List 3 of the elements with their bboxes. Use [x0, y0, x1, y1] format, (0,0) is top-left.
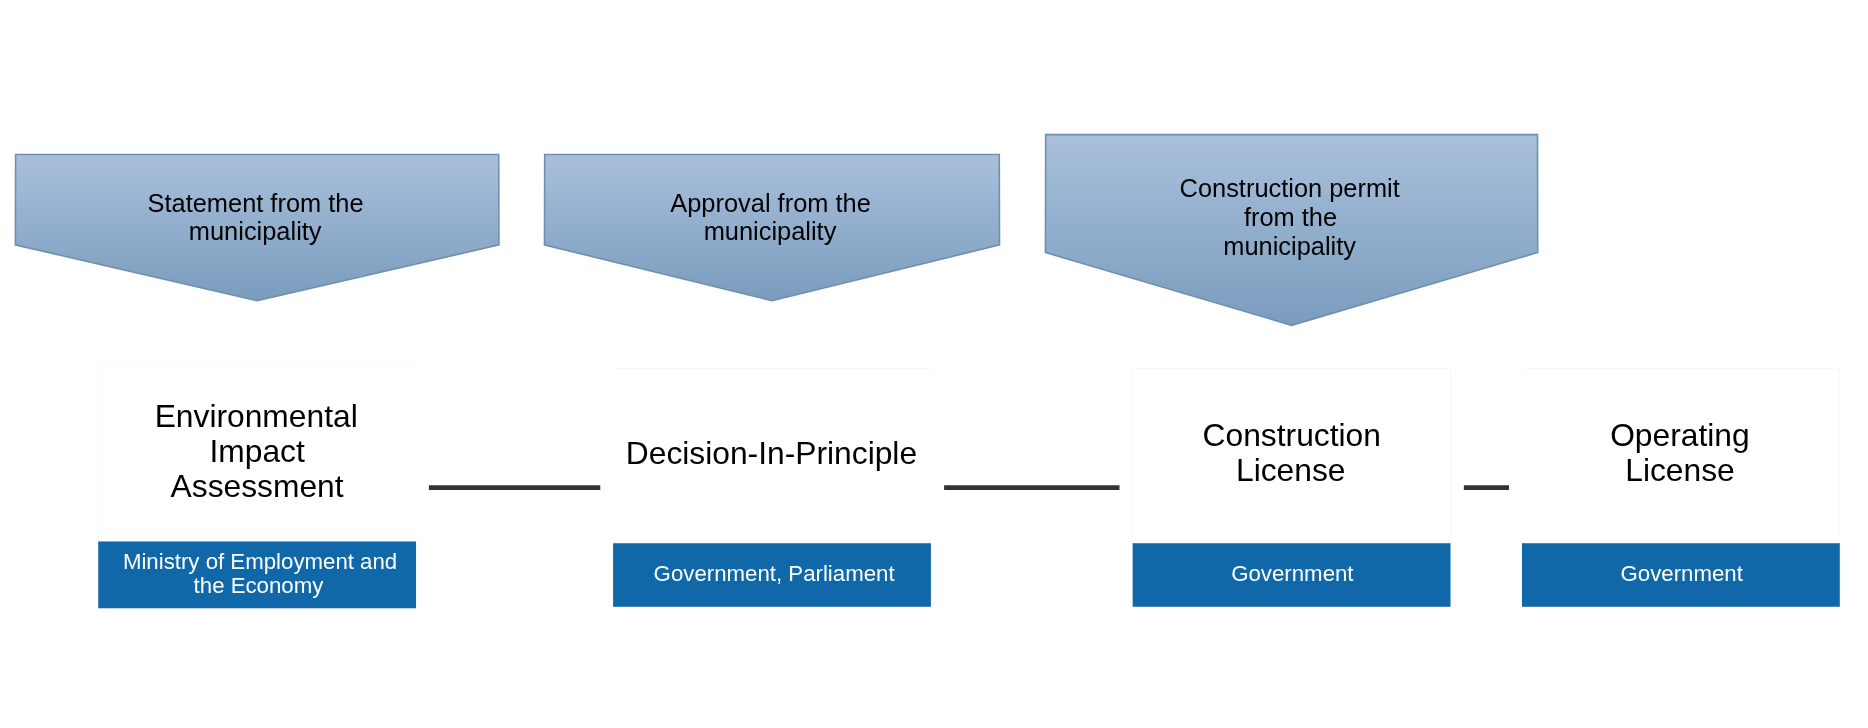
connector [942, 484, 1121, 490]
connector [428, 484, 601, 490]
connector [1463, 484, 1509, 490]
